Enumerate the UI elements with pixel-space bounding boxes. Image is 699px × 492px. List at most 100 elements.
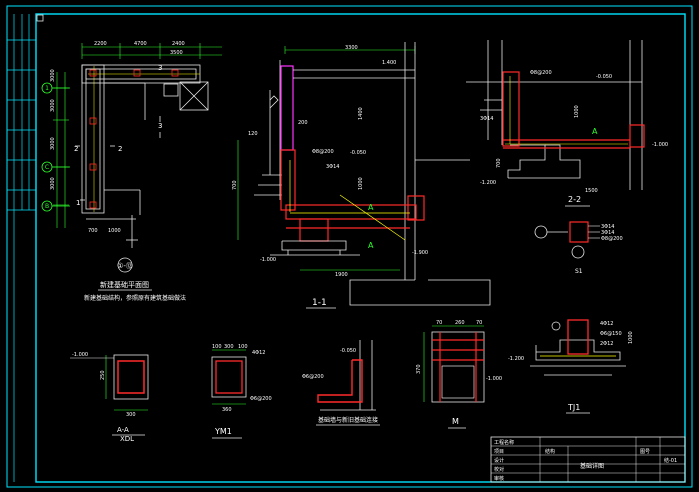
title-block-project: 结构	[545, 448, 555, 455]
title-block-row-4: 校对	[494, 466, 504, 473]
section-1-1-stirrup-label: Φ8@200	[312, 149, 334, 155]
plan-left-dim-1: 3000	[50, 69, 56, 82]
title-block-sheet-no: 结-01	[664, 457, 677, 464]
detail-m-elevation: -1.000	[486, 376, 502, 382]
plan-section-mark-1: 1	[76, 199, 80, 207]
axis-label-1: 1	[45, 85, 49, 92]
detail-wall-connection: Φ6@200 -0.050 基础墙与新旧基础连接	[302, 340, 380, 426]
section-2-2-stirrup-label: Φ8@200	[530, 70, 552, 76]
plan-left-dim-3: 3000	[50, 137, 56, 150]
plan-section-mark-2b: 2	[118, 145, 122, 153]
outer-frame	[6, 5, 693, 488]
detail-ym1-dim-2: 300	[224, 344, 234, 350]
section-2-2-height-dim-2: 700	[496, 158, 502, 168]
section-2-2-elev-1: -0.050	[596, 74, 612, 80]
detail-wall-stirrup: Φ6@200	[302, 374, 324, 380]
detail-m: 70 260 70 370 -1.000 M	[416, 320, 502, 429]
section-1-1-height-dim-3: 700	[232, 180, 238, 190]
detail-tj1-stirrup: Φ6@150	[600, 331, 622, 337]
detail-m-dim-2: 260	[455, 320, 465, 326]
small-section-detail: 3Φ14 3Φ14 Φ8@200 S1	[534, 221, 623, 275]
detail-tj1-rebar-1: 4Φ12	[600, 321, 613, 327]
axis-label-b: B	[45, 203, 49, 210]
plan-left-dim-2: 3000	[50, 99, 56, 112]
section-1-1-elev-3: -1.000	[260, 257, 276, 263]
detail-ym1-dim-1: 100	[212, 344, 222, 350]
section-2-2: -0.050 -1.000 -1.200 1000 700 1500 Φ8@20…	[466, 40, 668, 207]
detail-a-a-dim-1: 300	[126, 412, 136, 418]
plan-top-dim-3: 2400	[172, 41, 185, 47]
plan-note: 新建基础结构，参照原有建筑基础做法	[84, 294, 186, 302]
foundation-plan: 2200 4700 2400 3500 3000 3000 3000 3000 …	[41, 41, 222, 302]
detail-m-dim-3: 70	[476, 320, 482, 326]
section-1-1-elev-1: 1.400	[382, 60, 396, 66]
section-1-1: 3300	[232, 42, 491, 309]
detail-a-a-dim-2: 250	[100, 370, 106, 380]
detail-a-a: 300 250 -1.000 A-A XDL	[70, 352, 149, 443]
section-2-2-rebar-label: 3Φ14	[480, 116, 493, 122]
section-1-1-bottom-dim: 1900	[335, 272, 348, 278]
title-block-drawing-name: 基础详图	[580, 462, 604, 470]
detail-a-a-title: A-A	[117, 426, 129, 434]
detail-tj1-elevation: -1.200	[508, 356, 524, 362]
section-2-2-bottom-dim: 1500	[585, 188, 598, 194]
title-block-row-5: 审核	[494, 475, 504, 482]
title-block-row-2: 项目	[494, 449, 504, 455]
detail-a-a-elevation: -1.000	[72, 352, 88, 358]
title-block: 工程名称 项目 设计 校对 审核 结构 基础详图 图号 结-01	[490, 436, 686, 483]
small-section-label-1: 3Φ14	[601, 224, 614, 230]
plan-title: ①-⑫	[117, 262, 133, 270]
detail-ym1-title: YM1	[214, 427, 232, 436]
detail-m-dim-1: 70	[436, 320, 442, 326]
plan-left-dim-4: 3000	[50, 177, 56, 190]
section-1-1-top-dim: 3300	[345, 45, 358, 51]
section-1-1-height-dim-2: 1000	[358, 177, 364, 190]
axis-label-c: C	[45, 164, 49, 171]
section-2-2-height-dim-1: 1000	[574, 105, 580, 118]
section-1-1-elev-2: -0.050	[350, 150, 366, 156]
detail-m-dim-4: 370	[416, 364, 422, 374]
detail-ym1-rebar: 4Φ12	[252, 350, 265, 356]
detail-wall-title: 基础墙与新旧基础连接	[318, 416, 378, 424]
plan-title-bubble	[117, 257, 133, 273]
title-block-sheet-label: 图号	[640, 449, 650, 455]
detail-tj1-rebar-2: 2Φ12	[600, 341, 613, 347]
section-1-1-mark-a2: A	[368, 241, 374, 250]
detail-a-a-subtitle: XDL	[120, 435, 134, 443]
detail-tj1-dim: 1000	[628, 331, 634, 344]
binding-strip	[7, 14, 36, 482]
section-2-2-title: 2-2	[568, 195, 581, 204]
plan-bottom-dim-1: 700	[88, 228, 98, 234]
detail-m-title: M	[452, 417, 459, 426]
frame-corner-marker	[36, 14, 44, 22]
detail-wall-elevation: -0.050	[340, 348, 356, 354]
section-1-1-title: 1-1	[312, 298, 327, 308]
plan-top-dim-2: 4700	[134, 41, 147, 47]
section-1-1-mark-a1: A	[368, 203, 374, 212]
detail-tj1-title: TJ1	[567, 403, 580, 412]
plan-section-mark-3b: 3	[158, 64, 162, 72]
detail-ym1: 100 300 100 360 4Φ12 Φ6@200 YM1	[211, 344, 272, 439]
detail-tj1: 4Φ12 Φ6@150 2Φ12 -1.200 1000 TJ1	[508, 319, 634, 414]
plan-section-mark-2a: 2	[74, 145, 78, 153]
plan-section-mark-3a: 3	[158, 122, 162, 130]
title-block-row-1: 工程名称	[494, 439, 514, 446]
section-2-2-mark-a: A	[592, 127, 598, 136]
title-block-row-3: 设计	[494, 457, 504, 464]
small-section-title: S1	[575, 268, 583, 275]
inner-frame	[35, 13, 686, 483]
small-section-label-2: 3Φ14	[601, 230, 614, 236]
detail-ym1-stirrup: Φ6@200	[250, 396, 272, 402]
plan-top-sub-dim: 3500	[170, 50, 183, 56]
section-2-2-elev-3: -1.200	[480, 180, 496, 186]
section-1-1-wall-dim: 200	[298, 120, 308, 126]
section-1-1-cover-dim: 120	[248, 131, 258, 137]
section-1-1-rebar-label: 3Φ14	[326, 164, 339, 170]
plan-subtitle: 新建基础平面图	[100, 280, 149, 289]
small-section-label-3: Φ8@200	[601, 236, 623, 242]
detail-ym1-dim-3: 100	[238, 344, 248, 350]
detail-ym1-dim-4: 360	[222, 407, 232, 413]
section-2-2-elev-2: -1.000	[652, 142, 668, 148]
plan-bottom-dim-2: 1000	[108, 228, 121, 234]
